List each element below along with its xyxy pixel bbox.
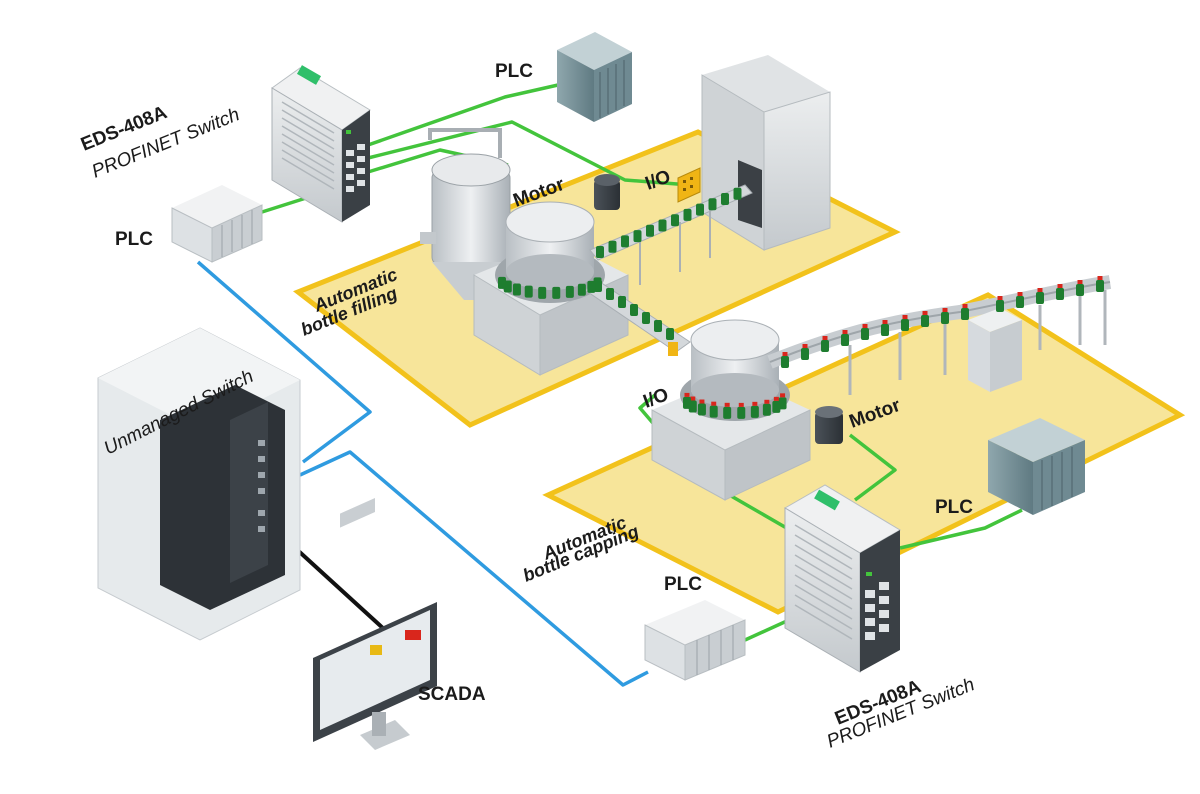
bottle	[565, 285, 574, 298]
bottle	[762, 399, 771, 416]
filling-machine	[420, 128, 629, 376]
bottle	[538, 286, 547, 299]
bottle	[682, 392, 691, 409]
io-bottom-device	[668, 342, 678, 356]
plc-top-label: PLC	[495, 61, 533, 82]
bottle	[996, 296, 1004, 312]
plc-bottom-device	[644, 600, 746, 681]
bottle	[671, 214, 679, 227]
bottle	[587, 280, 596, 293]
bottle	[697, 399, 706, 416]
scada-label: SCADA	[418, 684, 486, 705]
bottle	[921, 311, 929, 327]
bottle	[961, 304, 969, 320]
bottle	[733, 187, 742, 200]
bottle	[666, 328, 674, 340]
ethernet-links	[196, 260, 649, 687]
bottle	[901, 315, 909, 331]
bottle	[781, 352, 789, 368]
plc-left-label: PLC	[115, 229, 153, 250]
bottle	[723, 402, 732, 419]
bottle	[721, 193, 729, 205]
link-eds-top-io	[367, 120, 691, 187]
bottle	[708, 198, 717, 211]
bottle	[608, 240, 617, 253]
bottle	[646, 224, 654, 237]
bottle	[1016, 292, 1024, 308]
scada-monitor	[313, 498, 437, 750]
bottle	[709, 401, 718, 418]
motor-bottom-device	[815, 406, 843, 444]
bottle	[881, 320, 889, 336]
bottle	[512, 283, 521, 296]
labeling-machine	[701, 55, 831, 251]
unmanaged-switch-cabinet	[97, 327, 301, 641]
bottle	[658, 219, 667, 232]
plc-top-device	[557, 32, 632, 122]
link-eds-bot-plc-right	[899, 508, 1023, 550]
eds-408a-switch-top	[271, 65, 371, 223]
bottle	[683, 208, 692, 221]
bottle	[642, 312, 650, 324]
bottle	[596, 246, 604, 258]
plc-left-device	[171, 185, 263, 263]
bottle	[1056, 284, 1064, 300]
bottle	[750, 401, 759, 418]
bottle	[801, 344, 809, 360]
link-eds-top-plc-top	[367, 83, 559, 147]
bottle	[621, 235, 629, 248]
bottle	[772, 396, 781, 413]
bottle	[618, 296, 626, 308]
bottle	[606, 288, 614, 300]
bottle	[821, 336, 829, 352]
bottle	[1076, 280, 1084, 296]
bottle	[941, 308, 949, 324]
bottle	[654, 320, 662, 332]
bottle	[497, 276, 506, 289]
bottle	[577, 283, 586, 296]
bottle	[524, 285, 533, 298]
motor-top-device	[594, 174, 620, 210]
bottle	[630, 304, 638, 316]
bottle	[1096, 276, 1104, 292]
bottle	[841, 330, 849, 346]
bottle	[1036, 288, 1044, 304]
plc-bottom-label: PLC	[664, 574, 702, 595]
bottles	[497, 187, 1104, 419]
bottle	[593, 277, 602, 290]
io-top-device	[677, 167, 701, 203]
bottle	[778, 393, 787, 410]
plc-right-label: PLC	[935, 497, 973, 518]
bottle	[737, 402, 746, 419]
bottle	[696, 203, 704, 216]
link-unmanaged-plc-bottom	[299, 450, 649, 687]
eds-408a-switch-bottom	[784, 484, 901, 673]
bottle	[633, 230, 642, 243]
bottle	[861, 324, 869, 340]
link-eds-bot-motor	[848, 433, 897, 502]
link-plc-left-unmanaged	[196, 260, 372, 464]
bottle	[552, 286, 561, 299]
plc-right-device	[988, 418, 1085, 515]
